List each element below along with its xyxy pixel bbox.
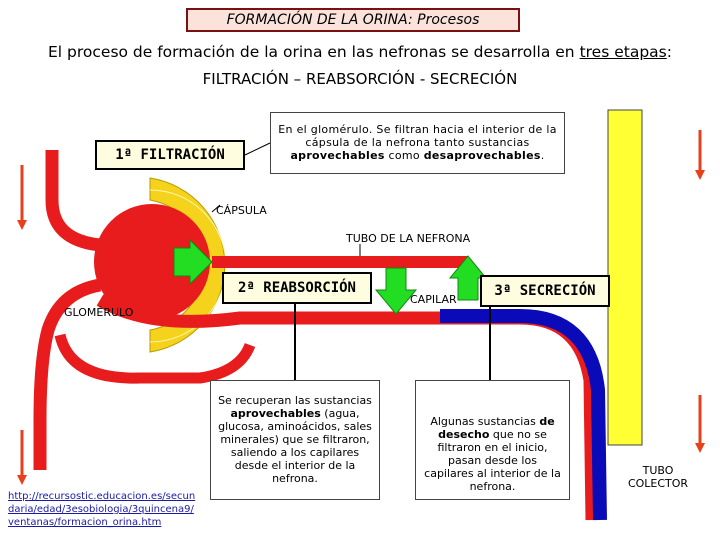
filtrate-band: [212, 256, 467, 268]
glomerulus-shape: [94, 204, 210, 320]
reabsorption-note: Se recuperan las sustancias aprovechable…: [210, 380, 380, 500]
filtration-arrow: [173, 238, 213, 286]
filtration-note: En el glomérulo. Se filtran hacia el int…: [270, 112, 565, 174]
glomerulus-label: GLOMÉRULO: [64, 306, 134, 319]
filtration-note-end: .: [540, 149, 545, 162]
efferent-arteriole: [33, 278, 102, 470]
intro-suffix: :: [666, 43, 672, 61]
capsula-pointer: [211, 204, 221, 213]
filtration-stage-box: 1ª FILTRACIÓN: [95, 140, 245, 170]
secretion-arrow: [448, 255, 488, 301]
secretion-note-text2: que no se filtraron en el inicio, pasan …: [424, 428, 561, 493]
intro-text: El proceso de formación de la orina en l…: [0, 43, 720, 61]
filtration-note-bold2: desaprovechables: [423, 149, 541, 162]
filtration-note-mid: como: [384, 149, 424, 162]
secretion-stage-box: 3ª SECRECIÓN: [480, 275, 610, 307]
collecting-tube-label: TUBO COLECTOR: [627, 464, 689, 490]
filtration-note-bold1: aprovechables: [290, 149, 385, 162]
secretion-note: Algunas sustancias de desecho que no se …: [415, 380, 570, 500]
nephron-tube-label: TUBO DE LA NEFRONA: [346, 232, 471, 245]
reabsorption-note-text1: Se recuperan las sustancias: [218, 394, 372, 407]
filtration-connector: [244, 142, 271, 156]
afferent-arteriole: [45, 150, 101, 252]
stages-line: FILTRACIÓN – REABSORCIÓN - SECRECIÓN: [202, 70, 518, 88]
filtration-note-text: En el glomérulo. Se filtran hacia el int…: [278, 123, 557, 149]
secretion-note-bold: de desecho: [438, 415, 555, 441]
reabsorption-arrow: [374, 267, 418, 315]
filtrate-tube: [440, 309, 607, 521]
intro-underlined: tres etapas: [579, 43, 667, 61]
page-title: FORMACIÓN DE LA ORINA: Procesos: [186, 8, 520, 32]
capillary-label: CAPILAR: [410, 293, 457, 306]
collecting-tube: [607, 109, 643, 446]
intro-prefix: El proceso de formación de la orina en l…: [48, 43, 580, 61]
reabsorption-note-bold: aprovechables: [230, 407, 321, 420]
venous-loop: [54, 333, 256, 384]
reabsorption-note-text2: (agua, glucosa, aminoácidos, sales miner…: [218, 407, 372, 485]
secretion-note-text1: Algunas sustancias: [430, 415, 540, 428]
reabsorption-stage-box: 2ª REABSORCIÓN: [222, 272, 372, 304]
capsule-label: CÁPSULA: [216, 204, 267, 217]
source-link[interactable]: http://recursostic.educacion.es/secundar…: [8, 491, 196, 528]
